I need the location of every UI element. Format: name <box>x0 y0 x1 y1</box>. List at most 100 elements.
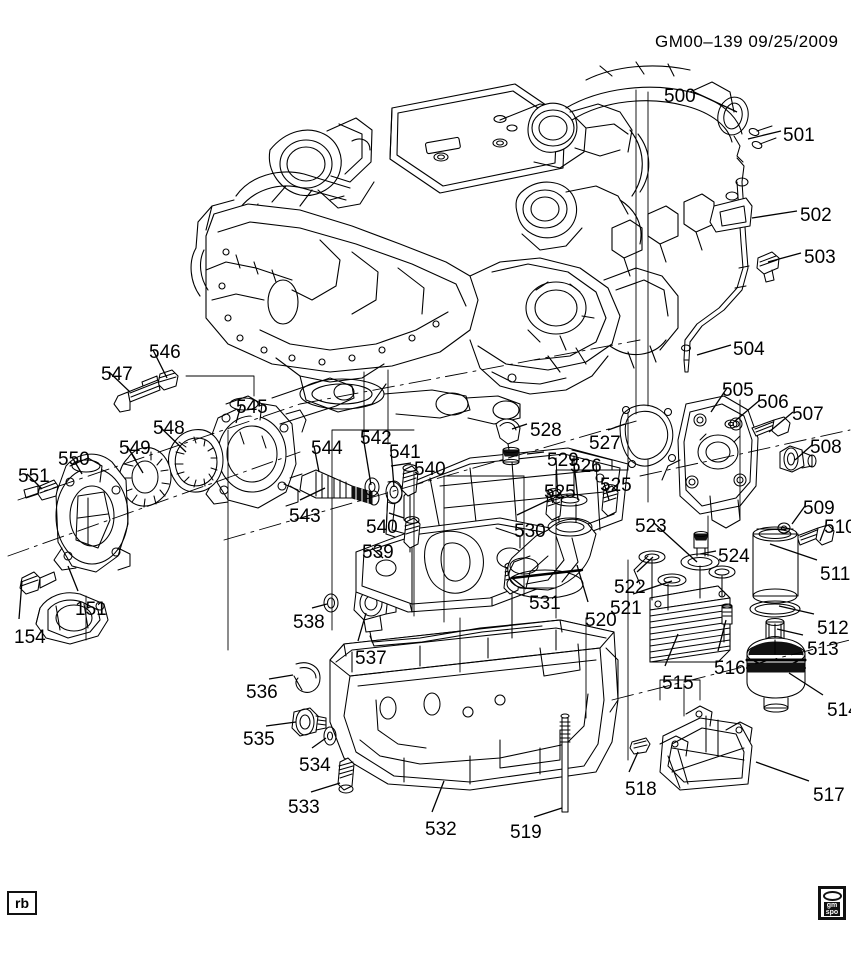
leader-506 <box>734 399 761 422</box>
oil-pump-assembly <box>19 369 403 645</box>
leader-542 <box>362 435 372 486</box>
leader-548 <box>158 425 187 453</box>
callout-519: 519 <box>510 822 542 843</box>
callout-512: 512 <box>817 618 849 639</box>
leader-529 <box>526 451 545 455</box>
callout-515: 515 <box>662 673 694 694</box>
callout-513: 513 <box>807 639 839 660</box>
leader-513 <box>776 628 804 636</box>
leader-524 <box>699 550 717 555</box>
relief-valve-543-544 <box>289 469 380 506</box>
callout-549: 549 <box>119 438 151 459</box>
leader-528 <box>511 423 528 430</box>
oil-pump-screen-520 <box>506 455 597 599</box>
callout-501: 501 <box>783 125 815 146</box>
small-parts-527-529 <box>495 418 521 466</box>
callout-518: 518 <box>625 779 657 800</box>
leader-540 <box>390 462 412 467</box>
oring-538 <box>323 593 339 613</box>
logo-gm-text: gm <box>824 901 840 909</box>
bolt-547 <box>113 379 161 413</box>
leader-503 <box>767 252 802 263</box>
callout-505: 505 <box>722 380 754 401</box>
leader-535 <box>265 721 297 727</box>
callout-535: 535 <box>243 729 275 750</box>
leader-515 <box>664 633 679 667</box>
leader-511 <box>769 543 818 561</box>
callout-533: 533 <box>288 797 320 818</box>
callout-537: 537 <box>355 648 387 669</box>
leader-boundary-lines <box>85 89 741 761</box>
leader-505 <box>710 387 728 413</box>
callout-522: 522 <box>614 577 646 598</box>
leader-539 <box>371 547 384 559</box>
washer-542 <box>364 477 380 497</box>
bolt-507 <box>751 416 791 437</box>
callout-508: 508 <box>810 437 842 458</box>
callout-548: 548 <box>153 418 185 439</box>
callout-545: 545 <box>236 397 268 418</box>
callout-544: 544 <box>311 438 343 459</box>
leader-151 <box>67 565 79 592</box>
engine-oil-cooler <box>633 530 736 663</box>
callout-507: 507 <box>792 404 824 425</box>
leader-502 <box>751 210 798 219</box>
leader-521 <box>632 580 673 595</box>
engine-block-assembly <box>190 61 743 425</box>
oil-cooler-bracket <box>629 705 753 791</box>
leader-526 <box>573 463 579 501</box>
leader-504 <box>696 344 732 356</box>
leader-540 <box>388 512 405 519</box>
revision-box: rb <box>7 891 37 915</box>
leader-501 <box>747 130 782 140</box>
washer-506 <box>724 419 738 429</box>
callout-547: 547 <box>101 364 133 385</box>
callout-539: 539 <box>362 542 394 563</box>
leader-525 <box>547 489 554 504</box>
callout-550: 550 <box>58 449 90 470</box>
callout-514: 514 <box>827 700 851 721</box>
leader-551 <box>26 473 43 490</box>
callout-506: 506 <box>757 392 789 413</box>
callout-504: 504 <box>733 339 765 360</box>
leader-517 <box>755 761 810 782</box>
callout-540: 540 <box>414 459 446 480</box>
callout-511: 511 <box>820 564 851 585</box>
leader-523 <box>653 522 698 563</box>
bolt-503 <box>756 251 780 283</box>
leader-520 <box>576 564 589 603</box>
fitting-508 <box>779 445 817 473</box>
clip-536 <box>293 662 321 693</box>
callout-523: 523 <box>635 516 667 537</box>
callout-543: 543 <box>289 506 321 527</box>
callout-524: 524 <box>718 546 750 567</box>
gm-spo-logo: gm spo <box>818 886 846 920</box>
leader-510 <box>819 524 827 542</box>
leader-519 <box>533 807 563 818</box>
leader-543 <box>299 487 326 501</box>
leader-541 <box>390 449 395 488</box>
oil-pan-assembly <box>329 619 619 791</box>
leader-533 <box>310 782 341 793</box>
callout-532: 532 <box>425 819 457 840</box>
bolt-533 <box>337 757 355 794</box>
callout-154: 154 <box>14 627 46 648</box>
plug-529 <box>502 446 520 466</box>
callout-551: 551 <box>18 466 50 487</box>
callout-541: 541 <box>389 442 421 463</box>
leader-500 <box>693 91 738 113</box>
bolt-518 <box>629 737 651 755</box>
callout-529: 529 <box>547 450 579 471</box>
bolt-551 <box>23 479 59 501</box>
leader-545 <box>235 404 242 424</box>
leader-534 <box>311 737 327 749</box>
callout-516: 516 <box>714 658 746 679</box>
clip-501 <box>748 125 777 149</box>
leader-549 <box>126 445 144 474</box>
leader-514 <box>788 672 824 696</box>
leader-532 <box>431 780 445 813</box>
drain-plug-535 <box>291 707 327 737</box>
